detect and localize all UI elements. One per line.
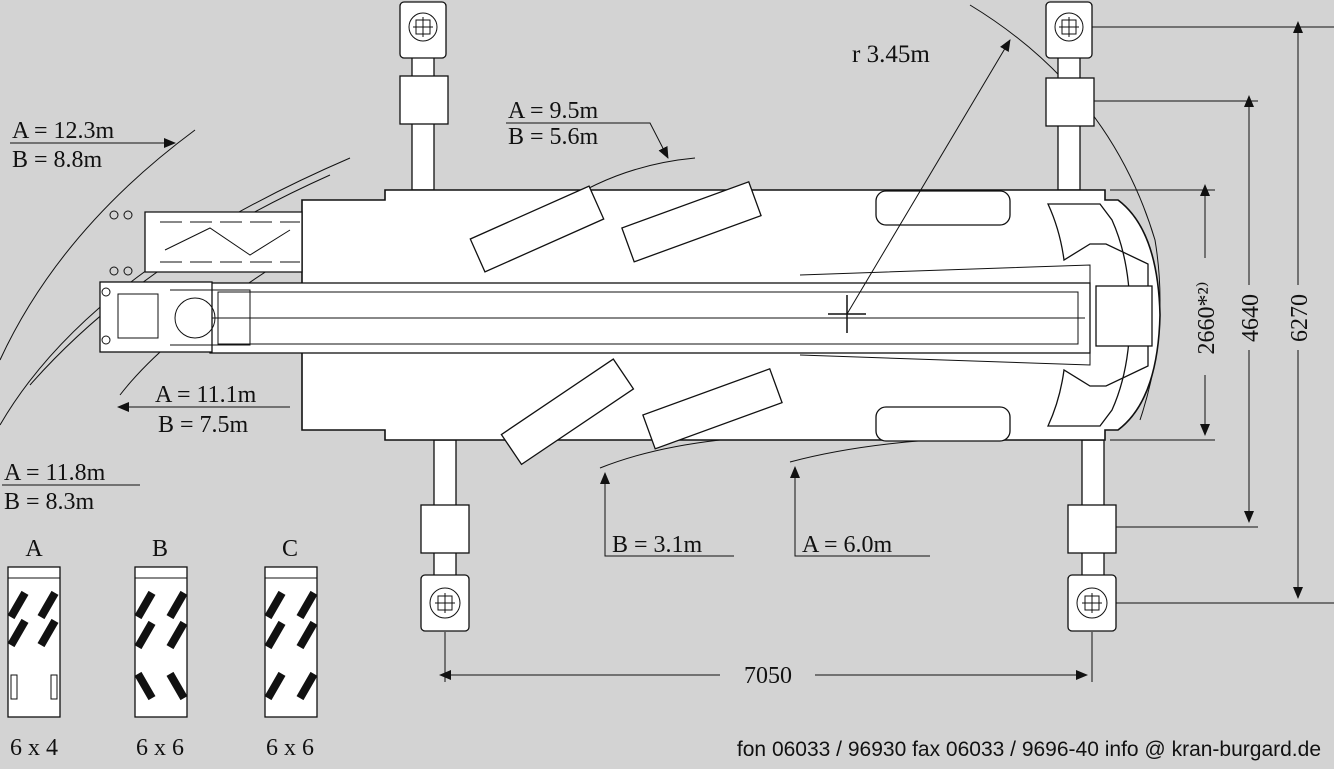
steering-mode-b-caption: 6 x 6 [136,735,184,761]
label-b-3-1: B = 3.1m [612,532,703,558]
label-b-7-5: B = 7.5m [158,412,249,438]
label-a-6-0: A = 6.0m [802,532,893,558]
steering-mode-a-letter: A [25,536,43,562]
driver-cab [1046,203,1149,427]
steering-mode-a: A 6 x 4 [7,536,61,761]
wheel-2 [621,180,762,263]
arc-front-outer [0,129,196,361]
label-front-top: A = 12.3m B = 8.8m [10,118,176,173]
wheel-4 [500,358,635,466]
label-a-12-3: A = 12.3m [12,118,115,144]
label-bottom-b: B = 3.1m [600,472,734,558]
label-a-9-5: A = 9.5m [508,98,599,124]
crane-boom [99,210,1091,354]
steering-mode-b-letter: B [152,536,168,562]
label-a-11-1: A = 11.1m [155,382,257,408]
steering-mode-a-caption: 6 x 4 [10,735,58,761]
dim-7050: 7050 [744,663,792,689]
steering-mode-c-caption: 6 x 6 [266,735,314,761]
cab-roof [1095,285,1153,347]
arc-bottom-a [789,439,931,463]
label-front-low: A = 11.8m B = 8.3m [2,460,140,515]
outriggers [399,1,1117,632]
arc-front-mid [0,157,351,426]
label-b-5-6: B = 5.6m [508,124,599,150]
wheel-5 [642,367,783,450]
wheel-1 [469,185,605,273]
radius-line [846,39,1011,315]
outrigger-box-top-left [399,75,449,125]
steering-mode-b: B 6 x 6 [134,536,188,761]
dim-6270: 6270 [1287,294,1313,342]
wheel-3 [875,190,1011,226]
steering-mode-c: C 6 x 6 [264,536,318,761]
steering-mode-c-letter: C [282,536,298,562]
contact-footer: fon 06033 / 96930 fax 06033 / 9696-40 in… [737,738,1321,761]
outrigger-box-bottom-right [1067,504,1117,554]
outrigger-box-top-right [1045,77,1095,127]
jib-stowed [144,211,303,273]
label-a-11-8: A = 11.8m [4,460,106,486]
label-bottom-a: A = 6.0m [790,466,930,558]
wheel-6 [875,406,1011,442]
dimension-lines: 2660*²⁾ 4640 6270 7050 [439,21,1334,689]
label-rear-top: A = 9.5m B = 5.6m [506,98,669,159]
boom-head [99,281,213,353]
dim-4640: 4640 [1238,294,1264,342]
label-front-mid: A = 11.1m B = 7.5m [117,382,290,438]
radius-label: r 3.45m [852,41,930,68]
dim-2660: 2660*²⁾ [1194,281,1220,354]
label-b-8-8: B = 8.8m [12,147,103,173]
outrigger-box-bottom-left [420,504,470,554]
arc-bottom-b [599,439,721,469]
label-b-8-3: B = 8.3m [4,489,95,515]
